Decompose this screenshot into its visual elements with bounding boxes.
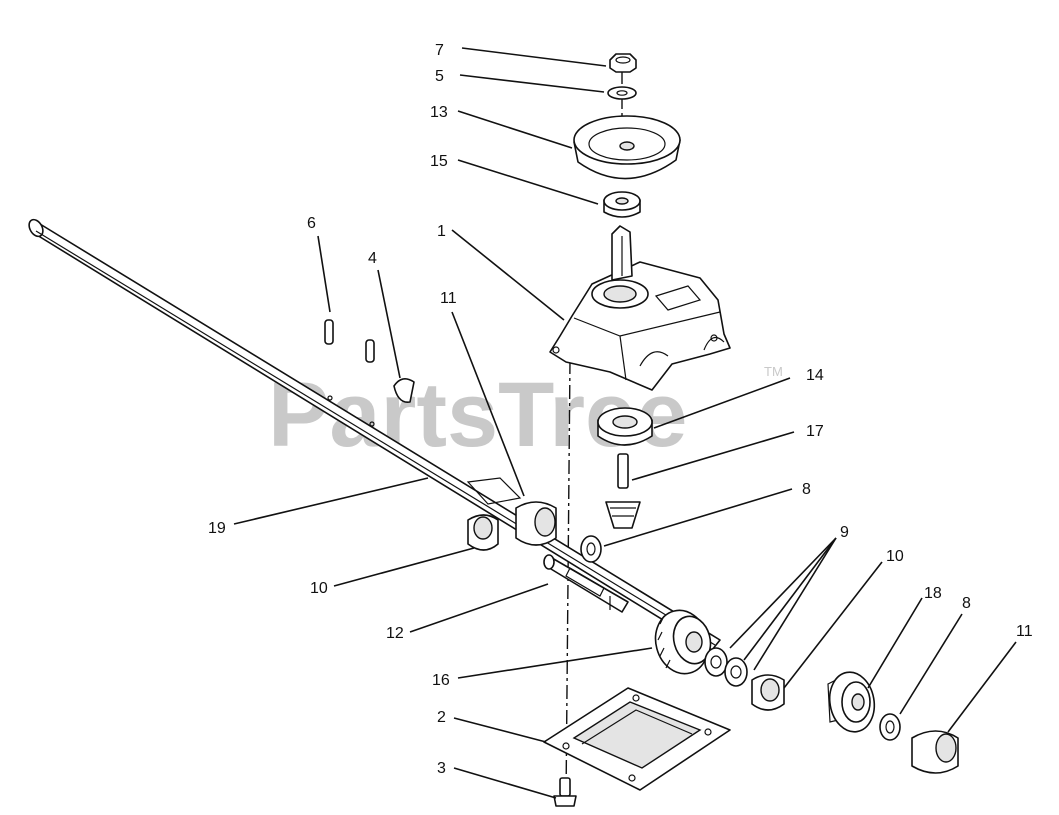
washer-9-b [724,657,748,687]
bushing-11-right [911,730,959,774]
callout-14: 14 [806,367,824,384]
bushing-10-right [751,674,785,711]
callout-3: 3 [437,760,446,777]
leader-lines [233,47,1017,799]
bolt-3 [553,777,577,807]
gear-housing-1 [549,261,731,391]
pinion-gear-17 [605,453,641,529]
washer-8-upper [580,535,602,563]
roll-pin-small [365,339,375,363]
nut-7 [609,53,637,73]
callout-11-left: 11 [440,290,457,307]
drive-shaft-12 [543,554,629,613]
callout-9: 9 [840,524,849,541]
callout-8-upper: 8 [802,481,811,498]
callout-17: 17 [806,423,824,440]
bushing-10-left [467,514,499,551]
callout-4: 4 [368,250,377,267]
bushing-11-left [515,501,557,546]
input-shaft [611,225,633,281]
callout-10-left: 10 [310,580,328,597]
spur-gear-18 [827,671,876,733]
callout-18: 18 [924,585,942,602]
callout-1: 1 [437,223,446,240]
washer-9-a [704,647,728,677]
callout-6: 6 [307,215,316,232]
pulley-13 [573,115,681,180]
callout-13: 13 [430,104,448,121]
roll-pin-6 [324,319,334,345]
spacer-15 [603,191,641,218]
callout-16: 16 [432,672,450,689]
callout-labels: 7 5 13 15 1 6 4 11 14 17 8 19 9 10 10 18… [208,42,1033,777]
callout-12: 12 [386,625,404,642]
axle-shaft [28,218,721,651]
watermark-trademark: TM [764,364,783,379]
callout-7: 7 [435,42,444,59]
callout-19: 19 [208,520,226,537]
bevel-gear-16 [654,609,712,675]
bearing-14 [597,407,653,446]
callout-11-right: 11 [1016,623,1033,640]
washer-8-lower [879,713,901,741]
woodruff-key-4 [393,378,415,403]
callout-8-lower: 8 [962,595,971,612]
washer-5 [607,86,637,100]
callout-5: 5 [435,68,444,85]
callout-10-right: 10 [886,548,904,565]
cover-plate-2 [543,687,731,791]
callout-2: 2 [437,709,446,726]
callout-15: 15 [430,153,448,170]
